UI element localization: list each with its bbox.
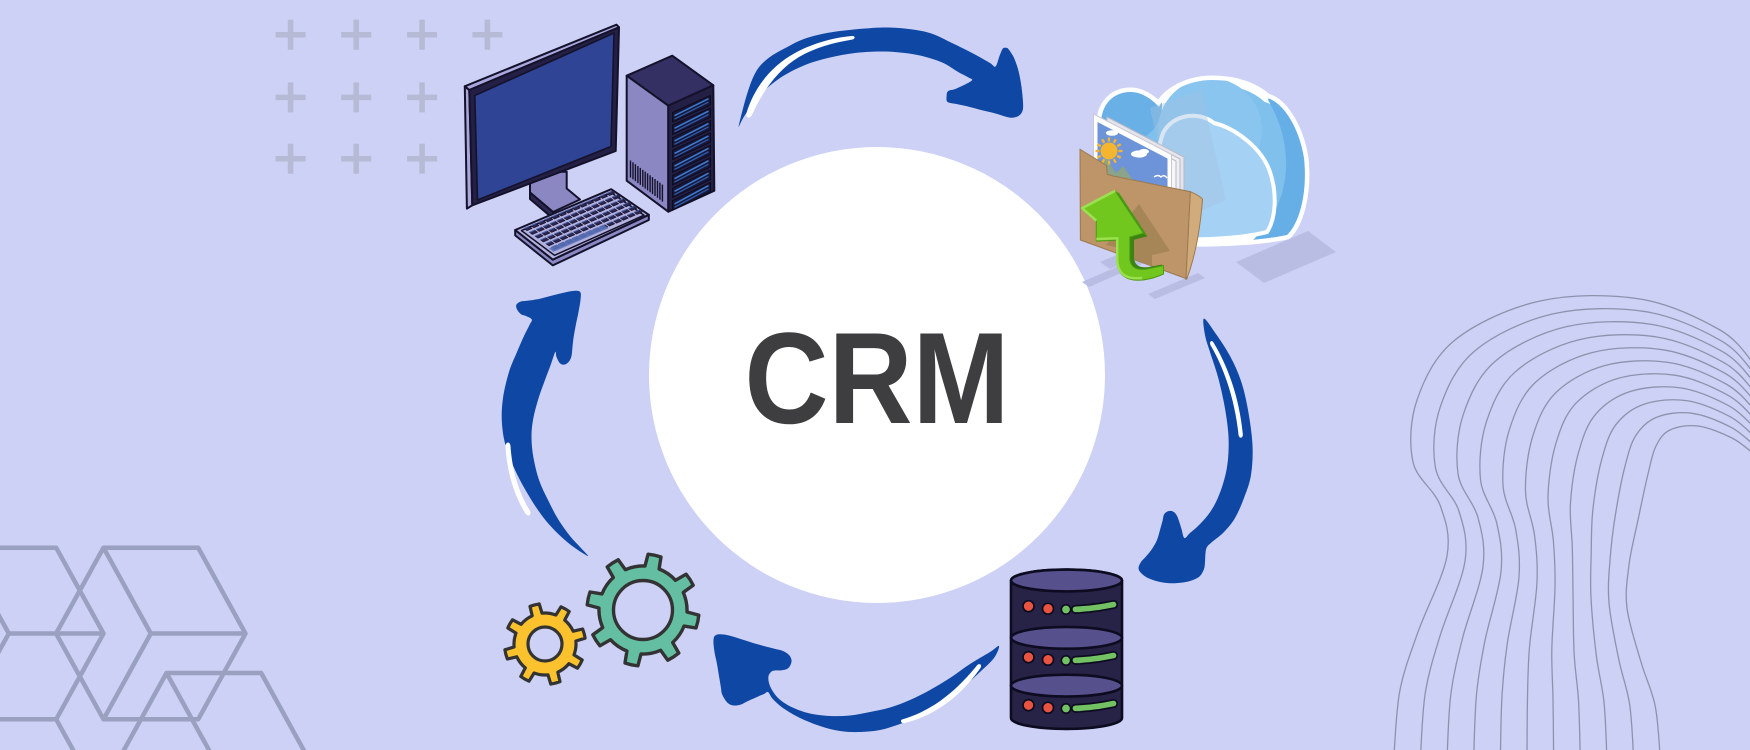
svg-text:CRM: CRM [745, 305, 1010, 451]
